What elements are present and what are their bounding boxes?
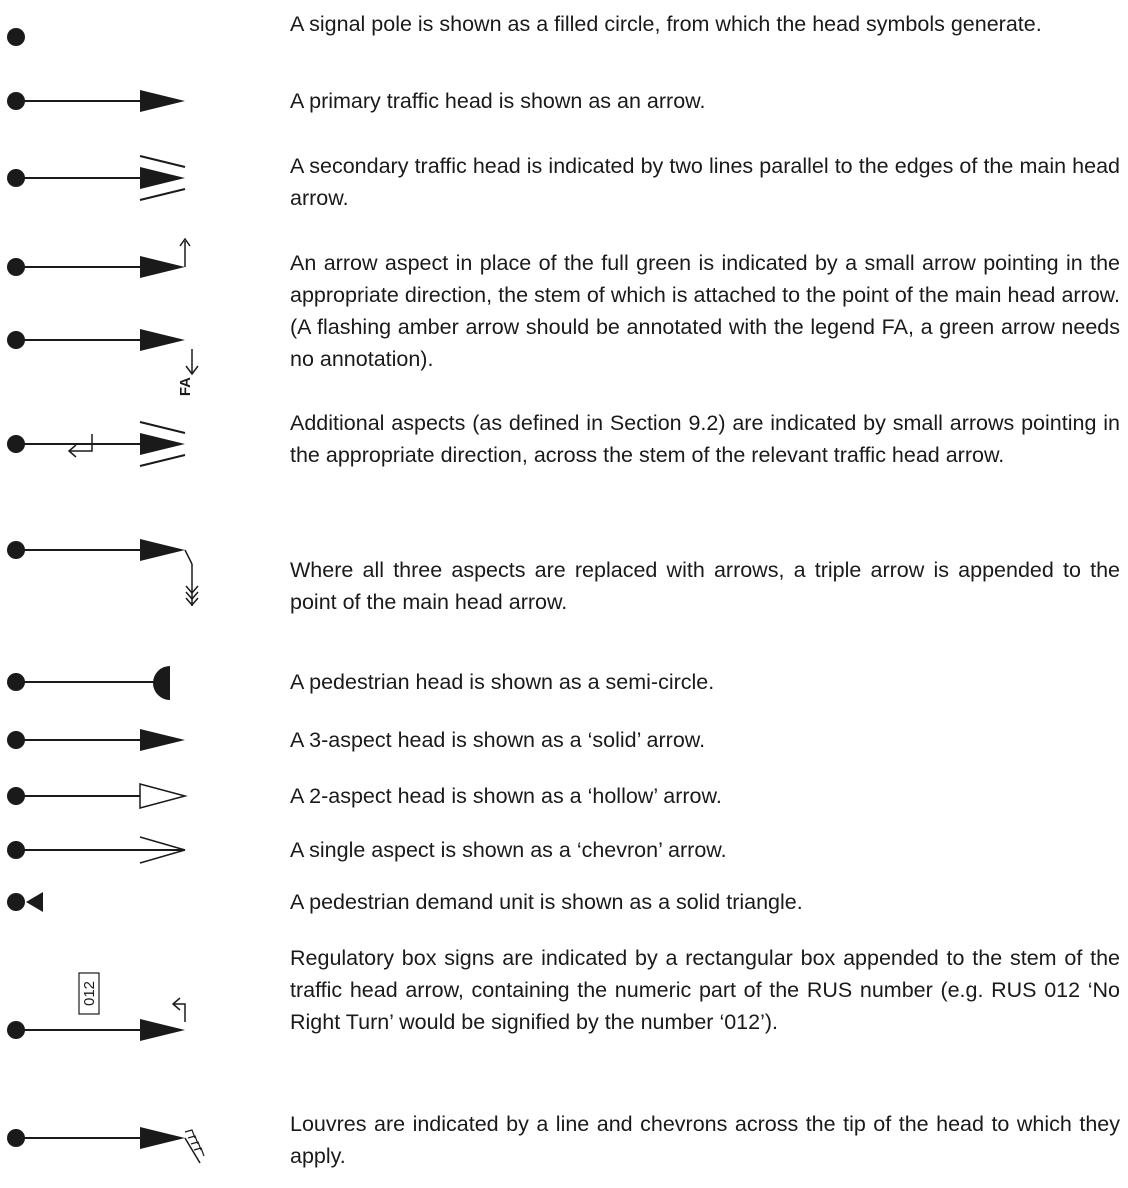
primary-head-icon bbox=[7, 90, 185, 112]
louvres-icon bbox=[7, 1127, 205, 1164]
secondary-head-icon bbox=[7, 155, 186, 201]
single-aspect-icon bbox=[7, 836, 186, 864]
signal-pole-description: A signal pole is shown as a filled circl… bbox=[290, 12, 1042, 36]
two-aspect-icon bbox=[7, 783, 188, 809]
secondary-head-description: A secondary traffic head is indicated by… bbox=[290, 154, 1120, 210]
pedestrian-head-description: A pedestrian head is shown as a semi-cir… bbox=[290, 670, 715, 694]
triple-arrow-description: Where all three aspects are replaced wit… bbox=[290, 558, 1120, 614]
regulatory-box-icon: 012 bbox=[7, 972, 186, 1041]
louvres-description: Louvres are indicated by a line and chev… bbox=[290, 1112, 1120, 1168]
single-aspect-description: A single aspect is shown as a ‘chevron’ … bbox=[290, 838, 727, 862]
two-aspect-description: A 2-aspect head is shown as a ‘hollow’ a… bbox=[290, 784, 722, 808]
arrow-aspect-description: An arrow aspect in place of the full gre… bbox=[290, 251, 1120, 371]
three-aspect-description: A 3-aspect head is shown as a ‘solid’ ar… bbox=[290, 728, 706, 752]
additional-aspects-description: Additional aspects (as defined in Sectio… bbox=[290, 411, 1120, 467]
signal-pole-icon bbox=[7, 28, 25, 46]
rus-number-label: 012 bbox=[81, 981, 98, 1006]
three-aspect-icon bbox=[7, 729, 185, 751]
pedestrian-demand-description: A pedestrian demand unit is shown as a s… bbox=[290, 890, 803, 914]
regulatory-box-description: Regulatory box signs are indicated by a … bbox=[290, 946, 1120, 1034]
flashing-amber-label: FA bbox=[177, 377, 194, 396]
pedestrian-head-icon bbox=[7, 666, 170, 700]
additional-aspects-icon bbox=[7, 421, 186, 467]
arrow-aspect-icon: FA bbox=[7, 237, 199, 396]
primary-head-description: A primary traffic head is shown as an ar… bbox=[290, 89, 706, 113]
pedestrian-demand-icon bbox=[7, 892, 43, 912]
triple-arrow-icon bbox=[7, 539, 199, 607]
